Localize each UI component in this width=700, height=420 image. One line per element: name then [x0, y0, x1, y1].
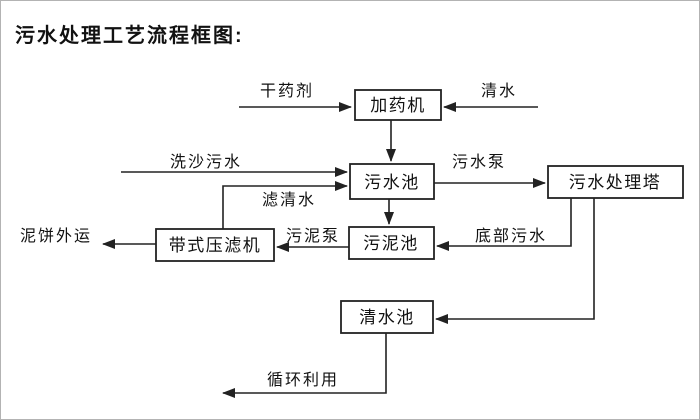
node-sewage-treatment-tower-box: [547, 165, 684, 199]
arrow-bottom-sewage-to-sludge-pool: [436, 198, 572, 251]
edge-label-clear-water: 清水: [481, 82, 517, 100]
edge-label-filtered-water: 滤清水: [262, 191, 316, 209]
edge-label-sand-washing-sewage: 洗沙污水: [170, 153, 242, 171]
arrow-filtered-water-to-sewage-pool: [222, 181, 348, 229]
node-sewage-treatment-tower: 污水处理塔: [547, 165, 684, 199]
node-dosing-machine: 加药机: [354, 89, 442, 121]
node-sewage-treatment-tower-label: 污水处理塔: [569, 173, 662, 192]
edge-label-sewage-pump: 污水泵: [452, 153, 506, 171]
arrow-clear-water-pool-to-recycling: [222, 333, 387, 398]
node-belt-filter-press-label: 带式压滤机: [169, 236, 262, 255]
page-title: 污水处理工艺流程框图:: [15, 25, 244, 47]
node-clear-water-pool: 清水池: [340, 300, 434, 334]
node-dosing-machine-label: 加药机: [370, 96, 426, 115]
edge-label-bottom-sewage: 底部污水: [475, 227, 547, 245]
edge-label-dry-chemical: 干药剂: [260, 82, 314, 100]
node-belt-filter-press-box: [155, 228, 275, 262]
node-sewage-pool-label: 污水池: [364, 173, 420, 192]
arrow-treatment-tower-to-clear-water-pool: [435, 198, 595, 324]
node-clear-water-pool-label: 清水池: [359, 308, 415, 327]
node-clear-water-pool-box: [340, 300, 434, 334]
edge-label-sludge-pump: 污泥泵: [286, 227, 340, 245]
node-sewage-pool: 污水池: [349, 163, 435, 200]
node-sludge-pool-box: [348, 226, 435, 260]
edge-label-recycling: 循环利用: [267, 371, 339, 389]
node-dosing-machine-box: [354, 89, 442, 121]
node-sludge-pool: 污泥池: [348, 226, 435, 260]
edge-label-mud-cake-outbound: 泥饼外运: [20, 227, 92, 245]
node-sludge-pool-label: 污泥池: [363, 234, 419, 253]
node-sewage-pool-box: [349, 163, 435, 200]
node-belt-filter-press: 带式压滤机: [155, 228, 275, 262]
